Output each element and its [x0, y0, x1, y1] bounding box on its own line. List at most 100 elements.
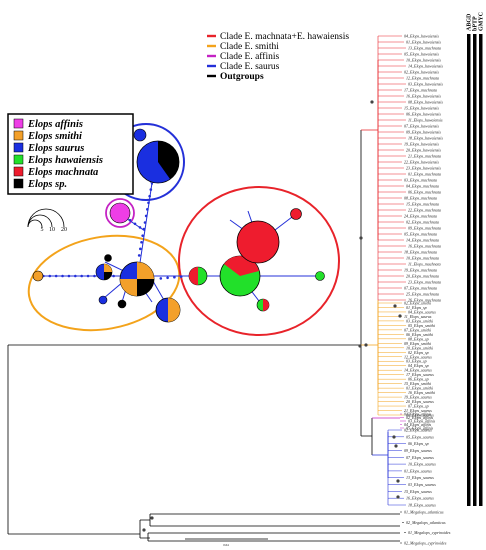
haplotype-network — [27, 123, 340, 336]
tree-tip-label: 14_Elops_hawaiensis — [408, 64, 443, 69]
tree-tip-label: 06_Elops_smithi — [406, 332, 433, 337]
tree-tip-label: 10_Elops_machnata — [406, 256, 439, 261]
tree-tip-label: 07_Elops_hawaiensis — [404, 124, 439, 129]
tree-tip-label: 26_Elops_machnata — [408, 298, 441, 303]
haplotype-smithi-small-1 — [98, 295, 108, 305]
tree-tip-label: 01_Megalops_cyprinoides — [408, 530, 451, 535]
mutation-step — [143, 221, 147, 224]
tree-tip-label: 06_Elops_hawaiensis — [406, 112, 441, 117]
network-group-machnata-hawaiensis — [178, 186, 340, 336]
mutation-step — [133, 222, 137, 226]
tree-tip-label: 02_Megalops_cyprinoides — [404, 541, 447, 546]
tree-tip-label: 03_Elops_affinis — [408, 419, 436, 424]
mutation-step — [93, 274, 96, 278]
tree-tip-label: 20_Elops_hawaiensis — [406, 148, 441, 153]
haplotype-smithi-small-3 — [104, 254, 112, 262]
tree-tip-label: 07_Elops_machnata — [404, 286, 437, 291]
tree-tip-label: 01_Elops_sp — [406, 305, 427, 310]
tree-tip-label: 02_Elops_smithi — [404, 301, 431, 306]
species-delimitation-bars: ABGD bPTP GMYC — [467, 12, 485, 506]
tree-tip-label: 10_Elops_smithi — [406, 345, 433, 350]
tree-tip-label: 09_Elops_smithi — [404, 341, 431, 346]
tree-tip-label: 06_Elops_sp — [408, 377, 429, 382]
tree-tip-label: 10_Elops_saurus — [408, 462, 436, 467]
size-scale-label-10: 10 — [49, 227, 55, 233]
mutation-step — [61, 274, 64, 278]
tree-tip-label: 20_Elops_saurus — [406, 399, 434, 404]
mutation-step — [148, 194, 151, 198]
tree-tip-label: 02_Elops_hawaiensis — [404, 70, 439, 75]
haplotype-mach-small-2 — [315, 271, 325, 281]
column-label-gmyc: GMYC — [479, 12, 485, 31]
haplotype-saurus-small-1 — [133, 128, 147, 142]
tree-tip-label: 18_Elops_machnata — [404, 250, 437, 255]
haplotype-smithi-left — [32, 270, 44, 282]
tree-tip-label: 19_Elops_machnata — [404, 268, 437, 273]
tree-tip-label: 12_Elops_machnata — [406, 76, 439, 81]
mutation-step — [140, 240, 143, 244]
mutation-step — [147, 201, 150, 205]
mutation-step — [149, 188, 153, 191]
mutation-step — [144, 214, 148, 218]
mutation-step — [166, 276, 169, 280]
tree-tip-label: 05_Elops_hawaiensis — [404, 52, 439, 57]
mutation-step — [142, 227, 146, 231]
haplotype-mach-small-1 — [290, 208, 302, 220]
mutation-step — [80, 274, 83, 278]
tree-tip-label: 01_Elops_machnata — [408, 172, 441, 177]
tree-tip-label: 09_Elops_hawaiensis — [406, 130, 441, 135]
tree-tip-label: 05_Elops_smithi — [408, 323, 435, 328]
tree-tip-label: 08_Elops_saurus — [406, 413, 434, 418]
tree-tip-label: 24_Elops_machnata — [404, 214, 437, 219]
clade-legend: Clade E. machnata+E. hawaiensis Clade E.… — [207, 32, 349, 82]
clade-legend-label-0: Clade E. machnata+E. hawaiensis — [220, 32, 349, 42]
clade-legend-label-3: Clade E. saurus — [220, 62, 280, 72]
tree-tip-label: 01_Elops_smithi — [406, 386, 433, 391]
tree-tip-label: 19_Elops_hawaiensis — [404, 142, 439, 147]
tree-tip-label: 13_Elops_saurus — [406, 475, 434, 480]
tree-tip-label: 02_Elops_saurus — [404, 428, 432, 433]
tree-tip-label: 04_Elops_affinis — [404, 422, 432, 427]
mutation-step — [146, 208, 149, 211]
size-scale-label-20: 20 — [61, 227, 67, 233]
tree-tip-label: 11_Elops_saurus — [404, 314, 432, 319]
tree-tip-label: 01_Elops_saurus — [404, 468, 432, 473]
tree-tip-label: 22_Elops_machnata — [408, 208, 441, 213]
clade-legend-label-2: Clade E. affinis — [220, 51, 279, 62]
tree-tip-label: 22_Elops_hawaiensis — [404, 160, 439, 165]
tree-tip-label: 21_Elops_machnata — [408, 154, 441, 159]
mutation-step — [173, 275, 176, 279]
tree-tip-label: 01_Megalops_atlanticus — [404, 510, 444, 515]
mutation-step — [48, 274, 52, 278]
tree-tip-label: 11_Elops_hawaiensis — [408, 118, 443, 123]
clade-legend-label-1: Clade E. smithi — [220, 42, 279, 52]
tree-tip-label: 01_Elops_affinis — [404, 412, 432, 417]
haplotype-nodes — [32, 128, 325, 323]
species-legend-label-5: Elops sp. — [27, 179, 67, 190]
tree-tip-label: 12_Elops_saurus — [404, 354, 432, 359]
haplotype-affinis — [109, 202, 131, 224]
tree-tip-label: 15_Elops_smithi — [404, 381, 431, 386]
tree-tip-label: 09_Elops_machnata — [408, 226, 441, 231]
tree-tip-label: 03_Elops_sp — [406, 359, 427, 364]
haplotype-smithi-bottom — [155, 297, 181, 323]
tree-tip-label: 15_Elops_hawaiensis — [404, 106, 439, 111]
tree-tip-label: 13_Elops_machnata — [408, 46, 441, 51]
tree-tip-label: 16_Elops_hawaiensis — [406, 94, 441, 99]
tree-tip-label: 02_Elops_affinis — [406, 415, 434, 420]
tree-tip-label: 15_Elops_saurus — [404, 489, 432, 494]
tree-tip-label: 01_Elops_hawaiensis — [406, 40, 441, 45]
mutation-step — [159, 277, 163, 280]
tree-tip-label: 08_Elops_sp — [408, 336, 429, 341]
tree-tip-label: 03_Elops_hawaiensis — [408, 82, 443, 87]
tree-tip-label: 05_Elops_machnata — [404, 232, 437, 237]
tree-tip-label: 14_Elops_machnata — [406, 238, 439, 243]
phylogenetic-tree: 04_Elops_hawaiensis01_Elops_hawaiensis13… — [7, 34, 451, 547]
tree-tip-label: 23_Elops_hawaiensis — [406, 166, 441, 171]
tree-tip-label: 03_Elops_machnata — [404, 178, 437, 183]
clade-legend-label-4: Outgroups — [220, 72, 264, 82]
tree-tip-label: 02_Megalops_atlanticus — [406, 520, 446, 525]
tree-tip-label: 08_Elops_machnata — [404, 196, 437, 201]
haplotype-mach-big — [236, 220, 280, 264]
